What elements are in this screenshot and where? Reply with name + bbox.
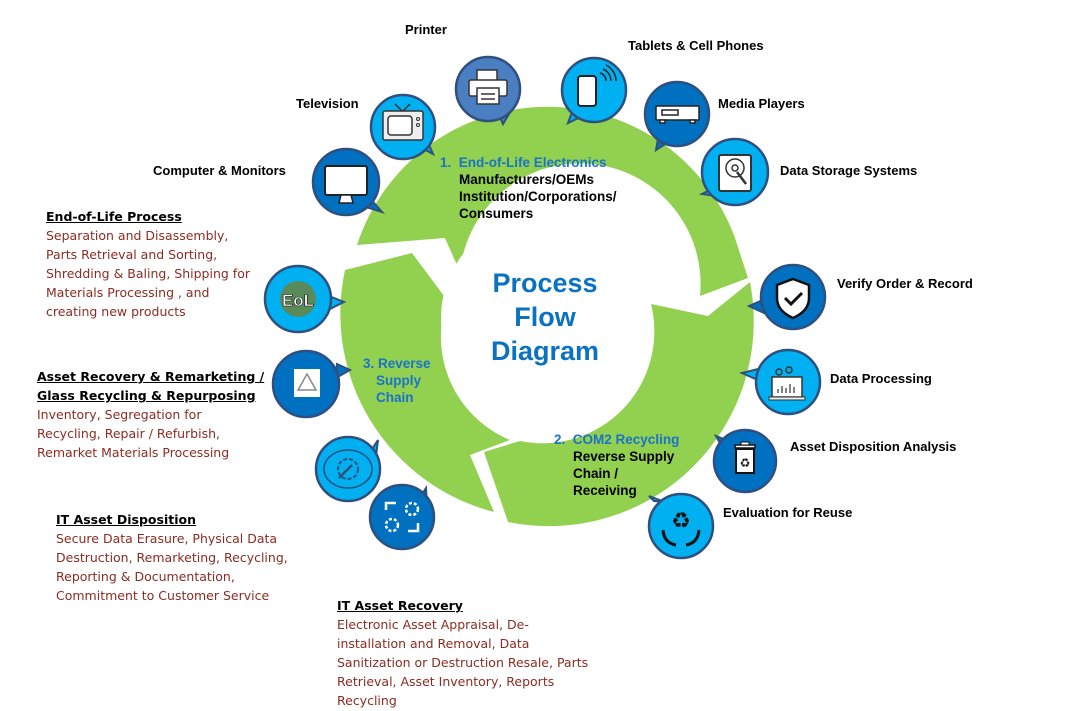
stage-2-label: 2. COM2 Recycling Reverse Supply Chain /… [554,431,679,499]
svg-text:EoL: EoL [282,291,314,310]
shield-check-icon [775,277,811,320]
monitor-icon [324,165,368,204]
stage-1-line-2: Institution/Corporations/ [459,189,617,204]
svg-text:♻: ♻ [740,456,751,470]
desc-eol-line: Materials Processing , and [46,285,210,300]
desc-asset-head-1: Asset Recovery & Remarketing / [37,369,265,384]
stage-3-line-2: Supply [376,373,422,388]
desc-eol: End-of-Life Process Separation and Disas… [46,207,250,321]
label-tablets: Tablets & Cell Phones [628,38,764,53]
desc-itad-line: Reporting & Documentation, [56,569,235,584]
ring-segment-1 [357,106,748,296]
label-computers: Computer & Monitors [153,163,286,178]
ring-segment-2 [484,282,754,527]
stage-3-line-1: 3. Reverse [363,356,431,371]
center-title-line-1: Process [492,268,598,298]
stage-2-line-1: Reverse Supply [573,449,675,464]
bubbles: ♻ ♻ EoL [263,55,827,560]
media-player-icon [655,105,700,124]
bubble-it-asset-recovery[interactable] [368,483,436,551]
desc-itar-line: Retrieval, Asset Inventory, Reports [337,674,555,689]
recycle-bin-icon: ♻ [734,441,756,474]
bubble-television[interactable] [369,93,437,161]
desc-itar-line: Electronic Asset Appraisal, De- [337,617,529,632]
stage-3-label: 3. Reverse Supply Chain [363,355,431,406]
bubble-verify[interactable] [746,263,827,331]
desc-itad-line: Commitment to Customer Service [56,588,270,603]
desc-itad-head: IT Asset Disposition [56,512,196,527]
desc-asset-line: Recycling, Repair / Refurbish, [37,426,220,441]
hard-drive-icon [718,154,752,192]
gears-cycle-icon [384,501,420,533]
recycle-hands-icon: ♻ [661,509,701,547]
desc-itad-line: Secure Data Erasure, Physical Data [56,531,278,546]
bubble-media-players[interactable] [643,80,711,153]
bubble-asset-disposition[interactable]: ♻ [712,428,778,494]
label-television: Television [296,96,359,111]
printer-icon [468,69,508,105]
bubble-it-asset-disposition[interactable] [314,435,382,503]
bubble-tablets[interactable] [560,56,628,125]
desc-it-asset-recovery: IT Asset Recovery Electronic Asset Appra… [337,596,588,710]
bubble-computers[interactable] [311,147,386,217]
wrench-gear-icon [323,449,373,489]
center-title-line-2: Flow [514,302,576,332]
stage-1-line-1: Manufacturers/OEMs [459,172,595,187]
label-evaluation: Evaluation for Reuse [723,505,853,520]
stage-1-line-3: Consumers [459,206,534,221]
desc-asset-line: Inventory, Segregation for [37,407,202,422]
center-title: Process Flow Diagram [450,266,640,368]
stage-1-title: End-of-Life Electronics [458,155,607,170]
bubble-glass[interactable] [271,349,353,419]
desc-itad-line: Destruction, Remarketing, Recycling, [56,550,288,565]
label-data-processing: Data Processing [830,371,932,386]
stage-2-line-3: Receiving [573,483,637,498]
stage-1-number: 1. [440,155,452,170]
desc-asset-recovery: Asset Recovery & Remarketing / Glass Rec… [37,367,264,462]
desc-eol-line: creating new products [46,304,186,319]
bubble-eol[interactable]: EoL [263,264,347,334]
desc-eol-head: End-of-Life Process [46,209,182,224]
television-icon [382,103,424,141]
stage-3-line-3: Chain [376,390,414,405]
bubble-data-processing[interactable] [738,348,822,416]
bubble-printer[interactable] [454,55,522,127]
ring-center [441,214,649,422]
label-asset-disposition: Asset Disposition Analysis [790,439,957,454]
label-storage: Data Storage Systems [780,163,918,178]
desc-itar-line: Sanitization or Destruction Resale, Part… [337,655,589,670]
laptop-gears-icon [768,366,806,401]
desc-itar-line: installation and Removal, Data [337,636,530,651]
desc-it-asset-disposition: IT Asset Disposition Secure Data Erasure… [56,510,288,605]
desc-itar-line: Recycling [337,693,397,708]
recycle-triangle-icon [294,369,320,397]
label-media-players: Media Players [718,96,805,111]
desc-itar-head: IT Asset Recovery [337,598,463,613]
label-verify: Verify Order & Record [837,276,973,291]
stage-2-number: 2. [554,432,566,447]
stage-1-label: 1. End-of-Life Electronics Manufacturers… [440,154,617,222]
stage-2-line-2: Chain / [573,466,619,481]
mobile-phone-icon [577,64,617,107]
desc-eol-line: Separation and Disassembly, [46,228,229,243]
stage-2-title: COM2 Recycling [572,432,680,447]
svg-text:♻: ♻ [671,509,691,534]
desc-asset-line: Remarket Materials Processing [37,445,230,460]
desc-eol-line: Shredding & Baling, Shipping for [46,266,250,281]
ring [340,106,754,527]
eol-icon: EoL [280,281,316,317]
center-title-line-3: Diagram [490,336,600,366]
desc-eol-line: Parts Retrieval and Sorting, [46,247,218,262]
label-printer: Printer [405,22,447,37]
bubble-evaluation[interactable]: ♻ [647,492,715,560]
desc-asset-head-2: Glass Recycling & Repurposing [37,388,256,403]
bubble-storage[interactable] [698,137,770,207]
ring-segment-3 [340,253,510,512]
